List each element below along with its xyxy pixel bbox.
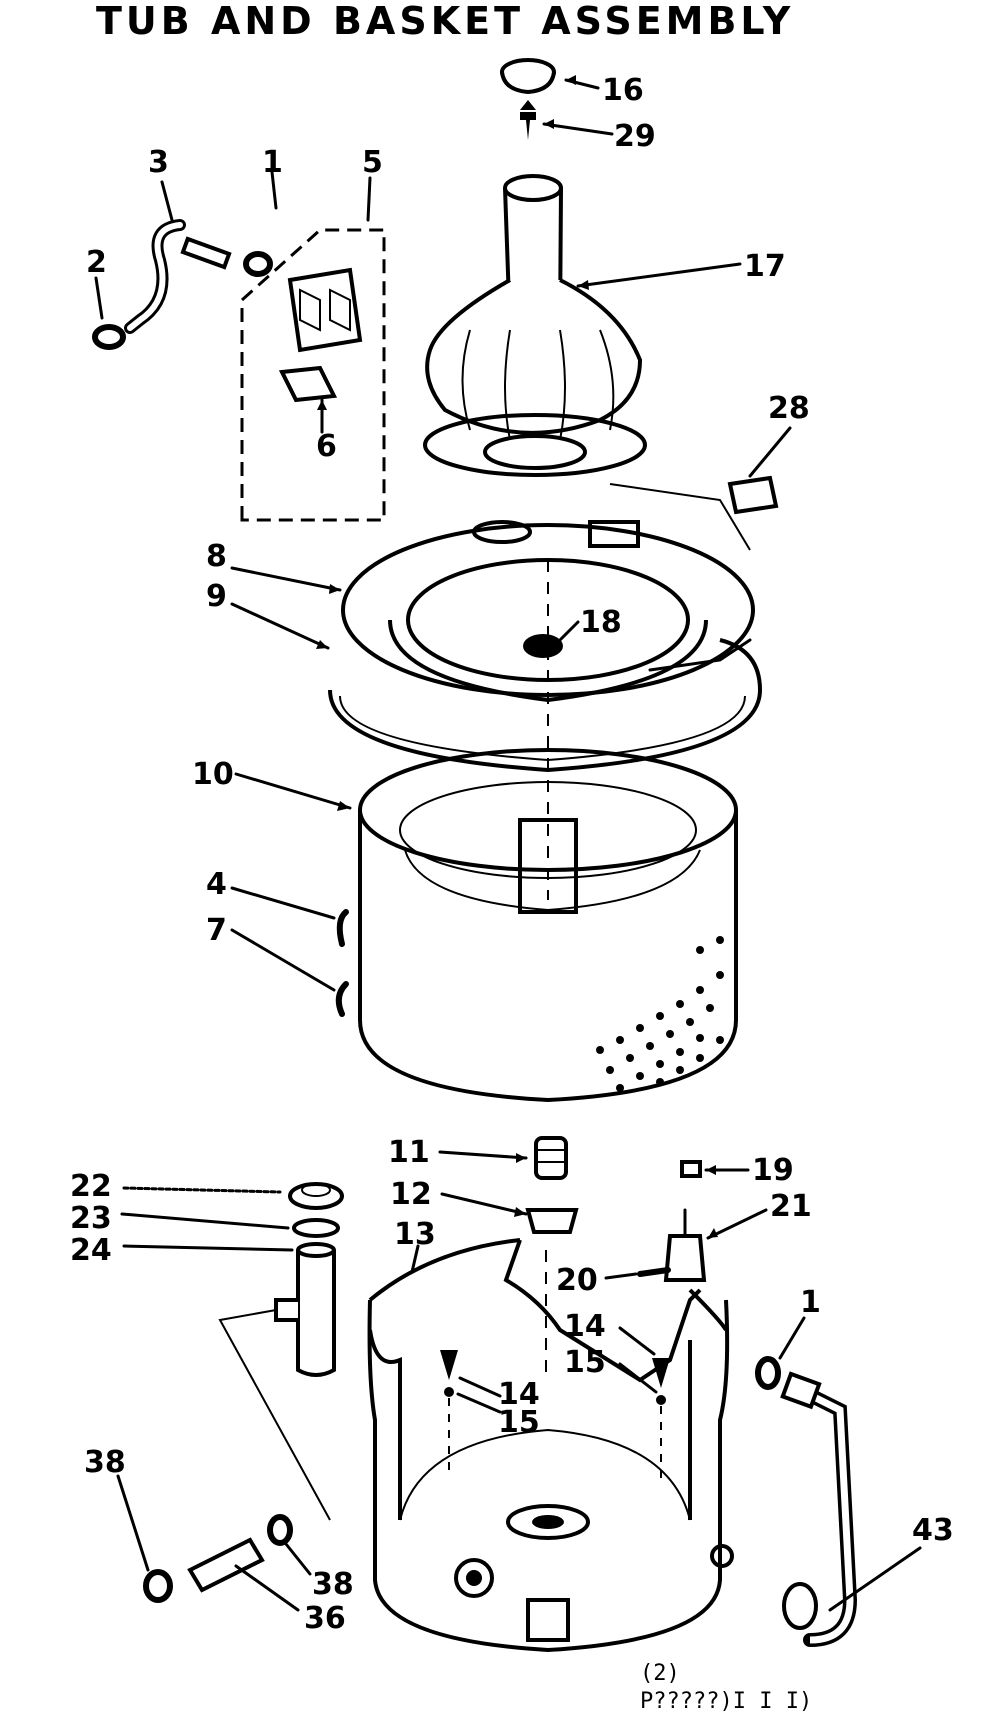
callout-2: 2 xyxy=(86,245,107,280)
callout-21: 21 xyxy=(770,1189,812,1224)
part-19-grommet xyxy=(680,1160,702,1178)
callout-6: 6 xyxy=(316,429,337,464)
callout-3: 3 xyxy=(148,145,169,180)
callout-8: 8 xyxy=(206,539,227,574)
part-4-clip xyxy=(336,909,349,947)
callout-12: 12 xyxy=(390,1177,432,1212)
callout-38-left: 38 xyxy=(84,1445,126,1480)
part-21-valve xyxy=(663,1208,707,1282)
leader-lines xyxy=(94,75,922,1612)
callout-38-right: 38 xyxy=(312,1567,354,1602)
part-38-clamp-left xyxy=(143,1569,173,1603)
callout-14-right: 14 xyxy=(564,1309,606,1344)
callout-28: 28 xyxy=(768,391,810,426)
callout-19: 19 xyxy=(752,1153,794,1188)
part-7-clip xyxy=(335,981,349,1017)
callout-14-left: 14 xyxy=(498,1377,540,1412)
part-16-cap xyxy=(500,58,556,95)
callout-4: 4 xyxy=(206,867,227,902)
callout-43: 43 xyxy=(912,1513,954,1548)
callout-17: 17 xyxy=(744,249,786,284)
callout-10: 10 xyxy=(192,757,234,792)
part-2-clamp xyxy=(92,324,126,350)
part-13-tub xyxy=(367,1238,734,1653)
part-5-valve-kit xyxy=(240,228,386,522)
callout-11: 11 xyxy=(388,1135,430,1170)
callout-20: 20 xyxy=(556,1263,598,1298)
callout-15-right: 15 xyxy=(564,1345,606,1380)
part-14-15-screws-left xyxy=(440,1350,458,1470)
callout-29: 29 xyxy=(614,119,656,154)
part-24-pump xyxy=(218,1242,336,1521)
part-22-cap xyxy=(288,1182,344,1210)
callout-23: 23 xyxy=(70,1201,112,1236)
part-1-ring-lower xyxy=(755,1356,781,1390)
part-10-basket xyxy=(358,560,738,1103)
part-29-fastener xyxy=(520,100,536,140)
footer-code-1: (2) xyxy=(640,1661,680,1686)
part-1-ring-top xyxy=(243,251,273,277)
part-28-bracket xyxy=(609,475,779,551)
callout-22: 22 xyxy=(70,1169,112,1204)
part-14-15-screws-right xyxy=(652,1358,670,1480)
callout-13: 13 xyxy=(394,1217,436,1252)
part-12-seal xyxy=(525,1208,579,1234)
callout-36: 36 xyxy=(304,1601,346,1636)
part-38-clamp-right xyxy=(267,1514,293,1546)
footer-code-2: P?????)I I I) xyxy=(640,1689,812,1714)
callout-16: 16 xyxy=(602,73,644,108)
part-23-ring xyxy=(292,1218,340,1238)
callout-24: 24 xyxy=(70,1233,112,1268)
part-18-nut xyxy=(523,634,563,658)
callout-5: 5 xyxy=(362,145,383,180)
part-3-hose xyxy=(124,219,232,334)
callout-15-left: 15 xyxy=(498,1405,540,1440)
part-43-hose xyxy=(780,1371,858,1647)
callout-labels: 16 29 17 3 1 5 2 6 28 8 9 18 10 4 7 22 2… xyxy=(70,73,954,1636)
callout-1-top: 1 xyxy=(262,145,283,180)
part-20-nozzle xyxy=(637,1267,671,1277)
diagram-title: TUB AND BASKET ASSEMBLY xyxy=(96,0,794,43)
callout-7: 7 xyxy=(206,913,227,948)
callout-9: 9 xyxy=(206,579,227,614)
part-17-agitator xyxy=(423,174,647,477)
part-11-spring xyxy=(534,1136,568,1180)
part-36-hose xyxy=(187,1537,265,1593)
callout-1-lower: 1 xyxy=(800,1285,821,1320)
callout-18: 18 xyxy=(580,605,622,640)
